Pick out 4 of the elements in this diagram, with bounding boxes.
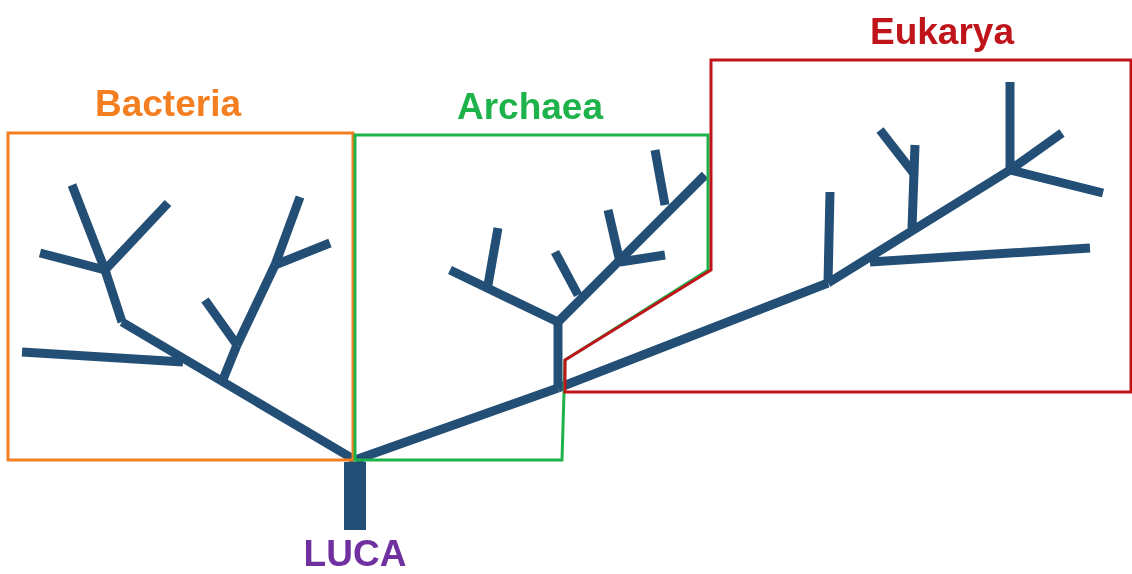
domain-heading: Archaea [457, 87, 603, 127]
domain-heading: Eukarya [870, 12, 1014, 52]
domain-heading: Bacteria [95, 84, 241, 124]
root-label: LUCA [303, 534, 407, 574]
